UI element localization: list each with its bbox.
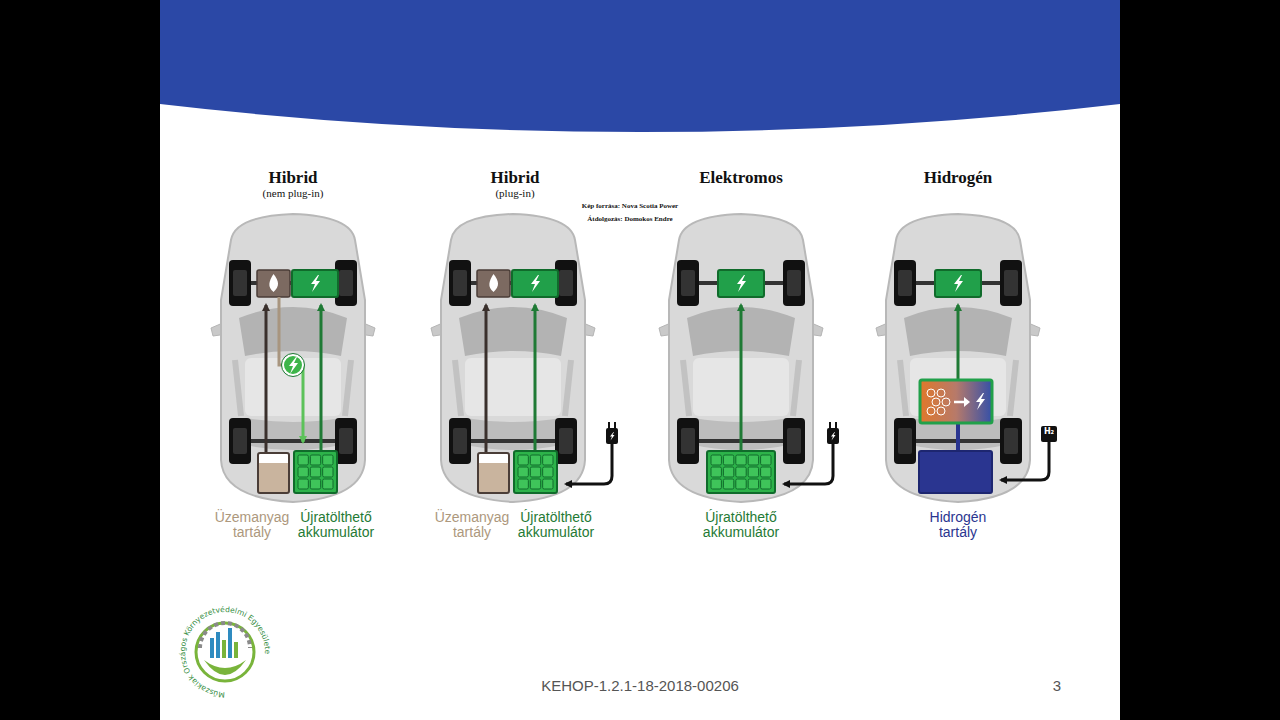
hydrogen-nozzle <box>1001 426 1057 480</box>
battery-shape <box>293 450 338 494</box>
battery: Újratölthető akkumulátor <box>513 450 558 494</box>
car-outline <box>211 214 375 502</box>
logo-text: Műszakiak Országos Környezetvédelmi Egye… <box>178 605 272 699</box>
column-title: Hibrid <box>268 169 317 188</box>
hydrogen-tank-shape <box>918 450 993 494</box>
part-label: Újratölthető akkumulátor <box>695 510 787 539</box>
car-outline <box>431 214 595 502</box>
fuel-tank-shape <box>477 452 510 494</box>
electric-motor <box>512 270 558 297</box>
part-label: Hidrogén tartály <box>912 510 1004 539</box>
part-label: Újratölthető akkumulátor <box>290 510 382 539</box>
fuel-cell <box>920 380 992 423</box>
header-band <box>160 0 1120 132</box>
combustion-engine <box>477 270 510 297</box>
electric-motor <box>935 270 981 297</box>
column-title: Hidrogén <box>924 169 993 188</box>
image-credit: Kép forrása: Nova Scotia Power <box>582 203 678 211</box>
fuel-tank: Üzemanyag tartály <box>257 452 290 494</box>
battery-shape <box>513 450 558 494</box>
charging-plug <box>784 422 839 484</box>
page-number: 3 <box>1053 678 1061 695</box>
part-label: Üzemanyag tartály <box>208 510 296 539</box>
logo: Műszakiak Országos Környezetvédelmi Egye… <box>178 605 272 699</box>
column-title: Hibrid <box>490 169 539 188</box>
column-title: Elektromos <box>699 169 783 188</box>
hydrogen-tank: Hidrogén tartály <box>918 450 993 494</box>
svg-text:Műszakiak Országos Környezetvé: Műszakiak Országos Környezetvédelmi Egye… <box>178 605 272 699</box>
column-subtitle: (nem plug-in) <box>263 187 324 199</box>
battery: Újratölthető akkumulátor <box>706 450 776 494</box>
fuel-tank: Üzemanyag tartály <box>477 452 510 494</box>
battery: Újratölthető akkumulátor <box>293 450 338 494</box>
battery-shape <box>706 450 776 494</box>
car-outline <box>659 214 823 502</box>
column-subtitle: (plug-in) <box>495 187 534 199</box>
fuel-tank-shape <box>257 452 290 494</box>
part-label: Üzemanyag tartály <box>428 510 516 539</box>
plug-label: H₂ <box>1044 428 1054 437</box>
electric-motor <box>292 270 338 297</box>
charging-plug <box>566 422 618 484</box>
combustion-engine <box>257 270 290 297</box>
electric-motor <box>718 270 764 297</box>
part-label: Újratölthető akkumulátor <box>510 510 602 539</box>
project-code: KEHOP-1.2.1-18-2018-00206 <box>541 678 739 695</box>
car-outline <box>876 214 1040 502</box>
image-credit: Átdolgozás: Domokos Endre <box>587 216 672 224</box>
